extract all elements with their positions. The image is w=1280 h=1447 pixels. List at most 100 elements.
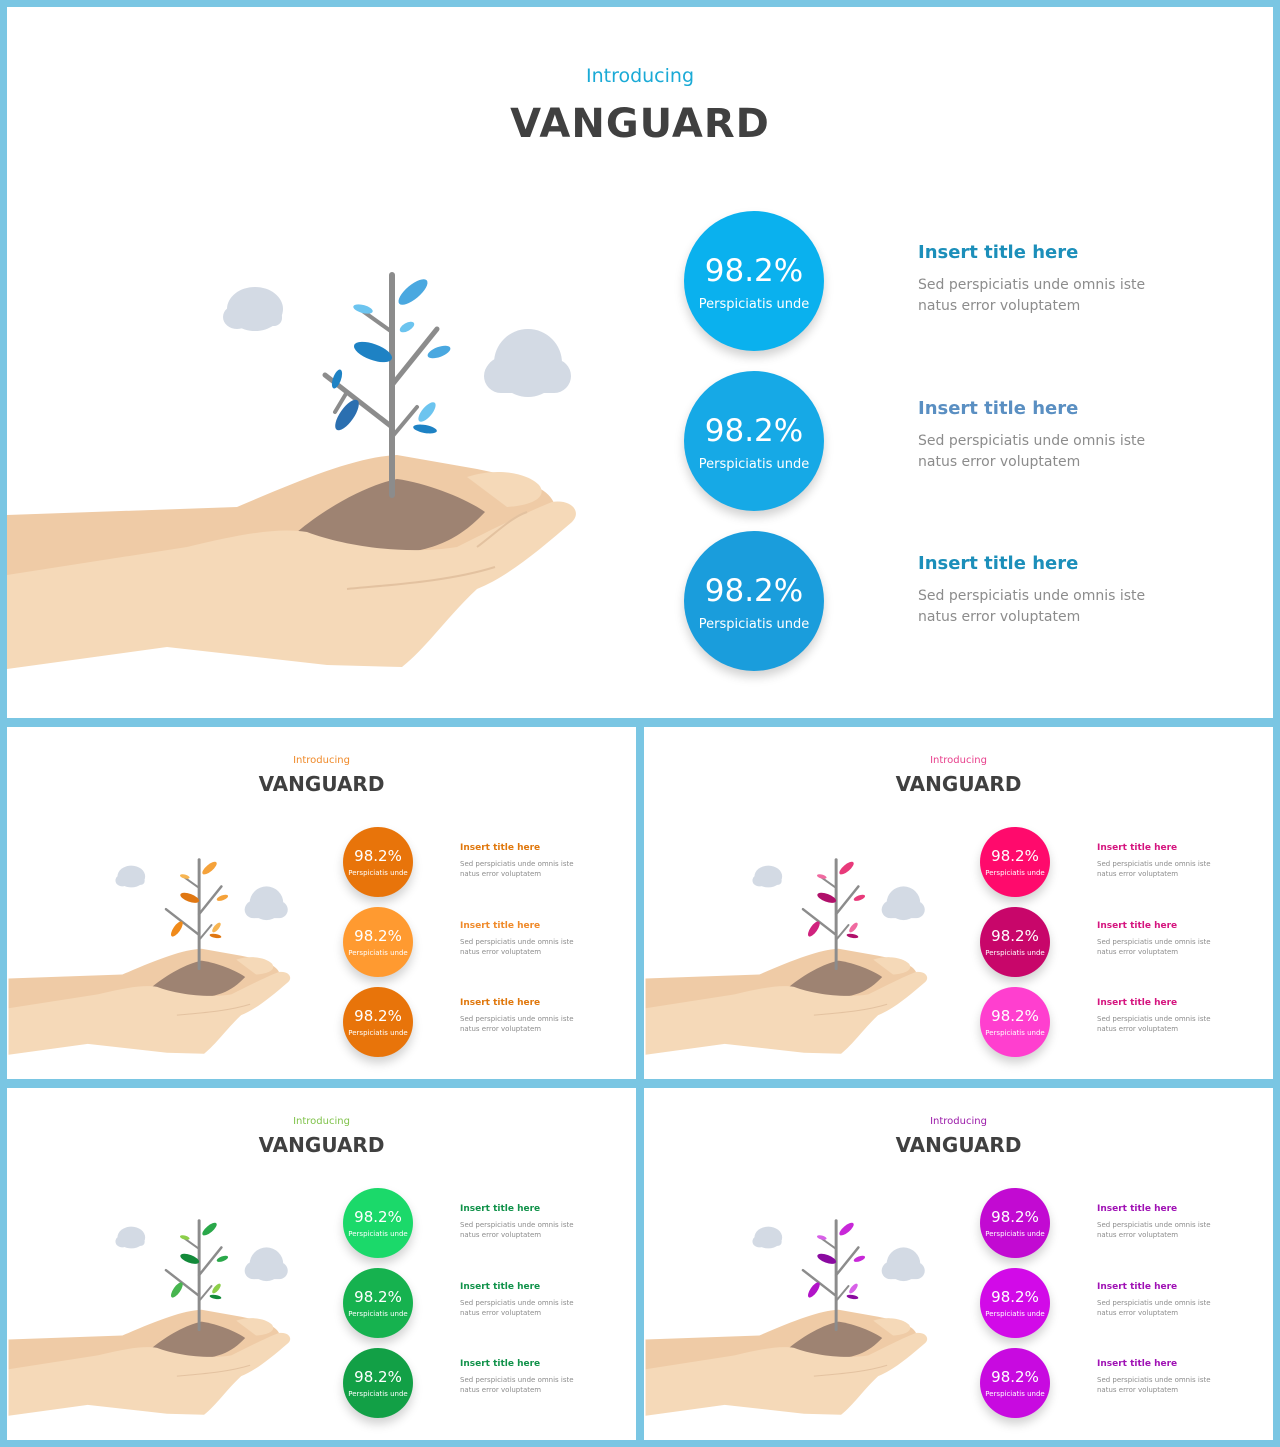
front-hand (8, 971, 291, 1055)
info-title: Insert title here (460, 998, 541, 1008)
stat-value: 98.2% (354, 1288, 402, 1306)
soil-mound (297, 479, 485, 555)
info-desc: Sed perspiciatis unde omnis iste natus e… (460, 1375, 610, 1395)
info-desc-line: Sed perspiciatis unde omnis iste (1097, 860, 1211, 868)
info-title: Insert title here (460, 1204, 541, 1214)
info-desc: Sed perspiciatis unde omnis iste natus e… (918, 275, 1218, 317)
stat-label: Perspiciatis unde (348, 1029, 408, 1037)
sapling (164, 858, 229, 971)
info-item: Insert title here Sed perspiciatis unde … (460, 1282, 610, 1318)
info-title: Insert title here (1097, 1359, 1178, 1369)
stat-circle: 98.2% Perspiciatis unde (343, 1188, 413, 1258)
info-desc: Sed perspiciatis unde omnis iste natus e… (460, 859, 610, 879)
cloud-icon (115, 865, 146, 888)
front-hand (7, 501, 576, 669)
stat-label: Perspiciatis unde (985, 1390, 1045, 1398)
info-item: Insert title here Sed perspiciatis unde … (1097, 998, 1247, 1034)
slide-eyebrow: Introducing (930, 1116, 987, 1127)
stat-circle: 98.2% Perspiciatis unde (684, 531, 824, 671)
info-desc-line: Sed perspiciatis unde omnis iste (1097, 1376, 1211, 1384)
stat-value: 98.2% (991, 1288, 1039, 1306)
stat-value: 98.2% (354, 1007, 402, 1025)
info-desc-line: natus error voluptatem (1097, 1386, 1179, 1394)
info-desc-line: natus error voluptatem (460, 870, 542, 878)
cloud-icon (223, 287, 283, 331)
stat-value: 98.2% (354, 847, 402, 865)
slide-eyebrow: Introducing (293, 755, 350, 766)
stat-value: 98.2% (991, 927, 1039, 945)
slide-title: VANGUARD (258, 772, 385, 796)
info-desc-line: Sed perspiciatis unde omnis iste (460, 1376, 574, 1384)
sapling (164, 1219, 229, 1332)
info-desc-line: natus error voluptatem (460, 1231, 542, 1239)
stat-label: Perspiciatis unde (698, 617, 810, 632)
info-title: Insert title here (460, 1359, 541, 1369)
info-item: Insert title here Sed perspiciatis unde … (1097, 1204, 1247, 1240)
sapling (322, 272, 451, 498)
stat-value: 98.2% (991, 1007, 1039, 1025)
stat-circle: 98.2% Perspiciatis unde (684, 211, 824, 351)
info-item: Insert title here Sed perspiciatis unde … (1097, 843, 1247, 879)
stat-label: Perspiciatis unde (985, 869, 1045, 877)
info-item: Insert title here Sed perspiciatis unde … (1097, 1359, 1247, 1395)
info-desc: Sed perspiciatis unde omnis iste natus e… (1097, 1220, 1247, 1240)
info-desc-line: natus error voluptatem (460, 1386, 542, 1394)
stat-circle: 98.2% Perspiciatis unde (343, 1268, 413, 1338)
cloud-icon (752, 865, 783, 888)
stat-circle: 98.2% Perspiciatis unde (980, 1188, 1050, 1258)
front-hand (645, 971, 928, 1055)
info-title: Insert title here (460, 1282, 541, 1292)
stat-value: 98.2% (991, 1368, 1039, 1386)
info-desc-line: natus error voluptatem (460, 1309, 542, 1317)
info-desc: Sed perspiciatis unde omnis iste natus e… (1097, 1298, 1247, 1318)
cloud-icon (881, 886, 925, 921)
stat-circle: 98.2% Perspiciatis unde (980, 907, 1050, 977)
info-item: Insert title here Sed perspiciatis unde … (1097, 1282, 1247, 1318)
info-title: Insert title here (1097, 843, 1178, 853)
info-desc-line: Sed perspiciatis unde omnis iste (1097, 938, 1211, 946)
info-desc: Sed perspiciatis unde omnis iste natus e… (918, 586, 1218, 628)
stat-circle: 98.2% Perspiciatis unde (684, 371, 824, 511)
stat-label: Perspiciatis unde (348, 1390, 408, 1398)
cloud-icon (244, 1247, 288, 1282)
info-desc-line: natus error voluptatem (918, 454, 1081, 470)
soil-mound (789, 960, 883, 999)
info-desc: Sed perspiciatis unde omnis iste natus e… (918, 431, 1218, 473)
cloud-icon (244, 886, 288, 921)
info-item: Insert title here Sed perspiciatis unde … (460, 921, 610, 957)
stat-label: Perspiciatis unde (985, 1230, 1045, 1238)
slide-title: VANGUARD (895, 1133, 1022, 1157)
slide-eyebrow: Introducing (585, 65, 695, 87)
info-desc: Sed perspiciatis unde omnis iste natus e… (460, 1014, 610, 1034)
info-desc: Sed perspiciatis unde omnis iste natus e… (460, 1220, 610, 1240)
stat-label: Perspiciatis unde (348, 1230, 408, 1238)
hand-plant-illustration (8, 858, 291, 1055)
info-title: Insert title here (1097, 1282, 1178, 1292)
slide-variant-green: Introducing VANGUARD 98.2% Perspiciatis … (7, 1088, 636, 1440)
stat-value: 98.2% (991, 847, 1039, 865)
info-desc-line: Sed perspiciatis unde omnis iste (1097, 1221, 1211, 1229)
stat-circle: 98.2% Perspiciatis unde (980, 1268, 1050, 1338)
slide-variant-pink: Introducing VANGUARD 98.2% Perspiciatis … (644, 727, 1273, 1079)
info-desc-line: Sed perspiciatis unde omnis iste (460, 1299, 574, 1307)
info-desc: Sed perspiciatis unde omnis iste natus e… (1097, 1014, 1247, 1034)
info-desc: Sed perspiciatis unde omnis iste natus e… (1097, 1375, 1247, 1395)
stat-circle: 98.2% Perspiciatis unde (980, 1348, 1050, 1418)
sapling (801, 858, 866, 971)
hand-plant-illustration (645, 858, 928, 1055)
front-hand (645, 1332, 928, 1416)
info-desc-line: natus error voluptatem (1097, 870, 1179, 878)
slide-main: Introducing VANGUARD 98.2% Perspiciatis … (7, 7, 1273, 718)
info-desc: Sed perspiciatis unde omnis iste natus e… (460, 937, 610, 957)
slide-title: VANGUARD (510, 101, 770, 147)
info-item: Insert title here Sed perspiciatis unde … (918, 398, 1218, 473)
stat-circle: 98.2% Perspiciatis unde (343, 987, 413, 1057)
soil-mound (152, 1321, 246, 1360)
stat-label: Perspiciatis unde (698, 457, 810, 472)
info-desc-line: Sed perspiciatis unde omnis iste (460, 1221, 574, 1229)
cloud-icon (752, 1226, 783, 1249)
slide-eyebrow: Introducing (293, 1116, 350, 1127)
info-item: Insert title here Sed perspiciatis unde … (1097, 921, 1247, 957)
slide-variant-purple: Introducing VANGUARD 98.2% Perspiciatis … (644, 1088, 1273, 1440)
cloud-icon (484, 329, 571, 397)
